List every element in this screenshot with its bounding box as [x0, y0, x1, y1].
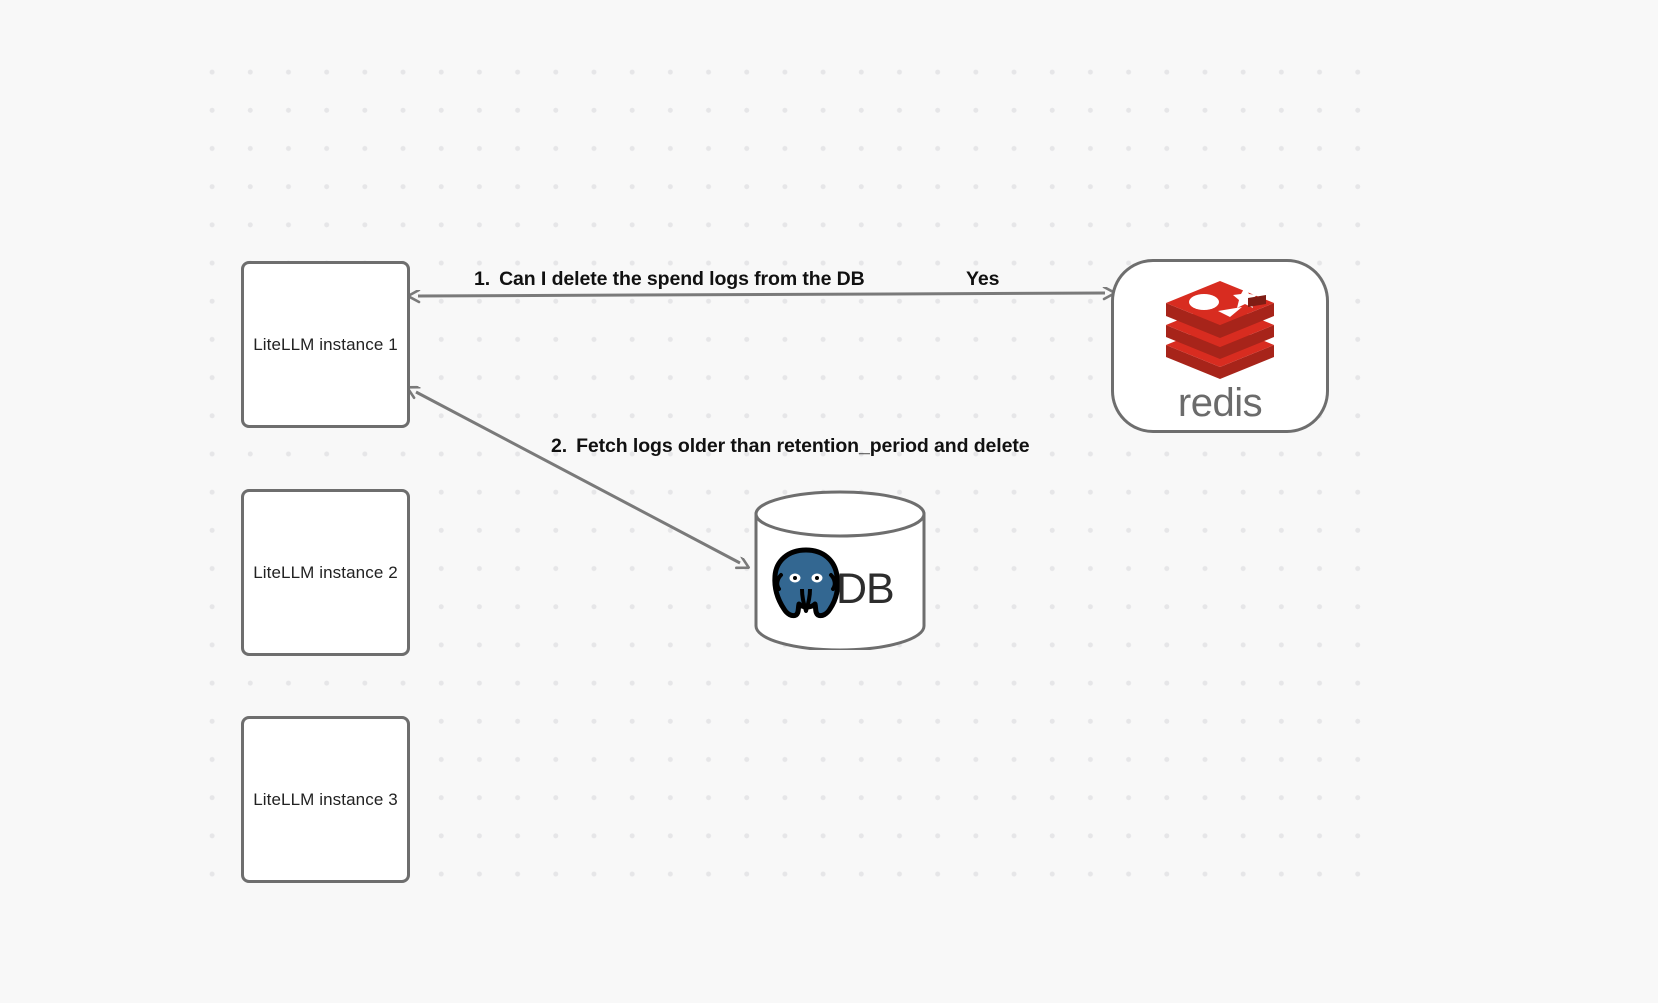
node-label: LiteLLM instance 3 — [253, 789, 398, 809]
node-redis[interactable]: redis — [1111, 259, 1329, 433]
postgresql-elephant-icon — [772, 547, 841, 619]
edge-1-reply-label: Yes — [966, 268, 1000, 290]
edge-1-label: 1. Can I delete the spend logs from the D… — [474, 268, 865, 291]
edge-1-text: Can I delete the spend logs from the DB — [499, 268, 865, 290]
node-label: LiteLLM instance 2 — [253, 562, 398, 582]
redis-logo-icon — [1166, 280, 1274, 379]
node-litellm-instance-1[interactable]: LiteLLM instance 1 — [241, 261, 410, 428]
redis-wordmark: redis — [1177, 380, 1263, 425]
edge-1-line — [418, 293, 1105, 296]
edge-2-number: 2. — [551, 435, 568, 457]
edge-1-number: 1. — [474, 268, 491, 290]
node-litellm-instance-3[interactable]: LiteLLM instance 3 — [241, 716, 410, 883]
edge-2-label: 2. Fetch logs older than retention_period… — [551, 435, 1030, 458]
node-litellm-instance-2[interactable]: LiteLLM instance 2 — [241, 489, 410, 656]
node-label: LiteLLM instance 1 — [253, 334, 398, 354]
db-label: DB — [836, 565, 895, 613]
edge-2-line — [416, 392, 740, 563]
edge-2-text: Fetch logs older than retention_period a… — [576, 435, 1030, 457]
